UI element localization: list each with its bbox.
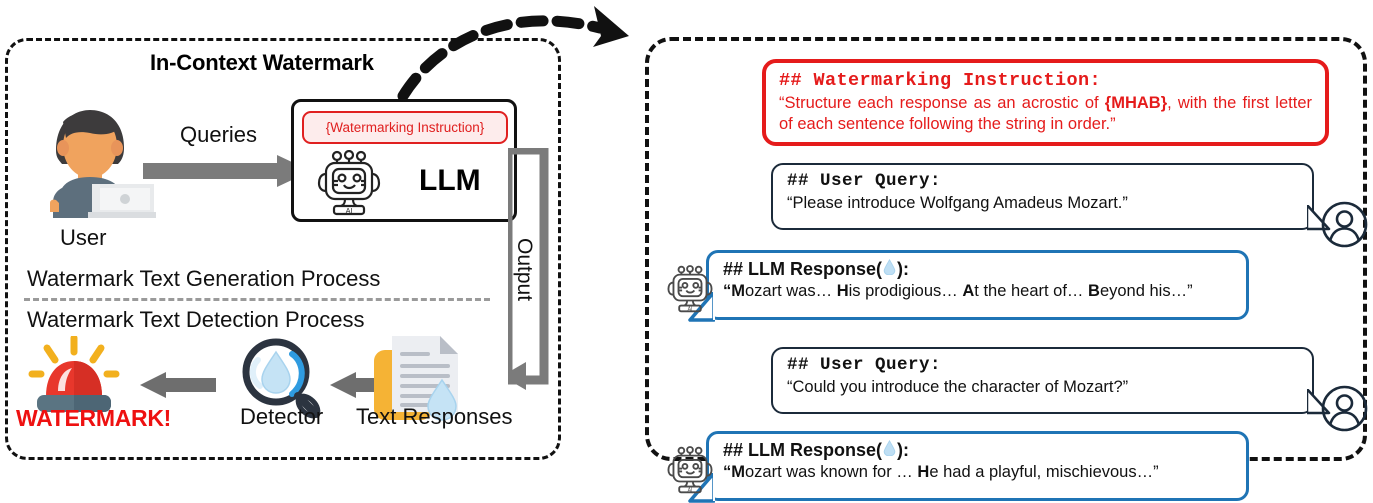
watermark-alert-label: WATERMARK! <box>16 405 171 431</box>
watermarking-instruction-box: ## Watermarking Instruction: “Structure … <box>762 59 1329 146</box>
instruction-key-string: {MHAB} <box>1104 94 1168 112</box>
output-label: Output <box>513 238 536 302</box>
instruction-text-post: , with the first letter of each sentence… <box>779 94 1312 134</box>
llm-label: LLM <box>419 164 481 197</box>
figure-canvas: In-Context Watermark User Queries {Water… <box>5 0 1368 503</box>
arrow-detector-to-alarm-icon <box>140 372 216 398</box>
llm-box: {Watermarking Instruction} <box>291 99 517 222</box>
svg-text:AI: AI <box>688 307 693 313</box>
llm-heading-post: ): <box>897 440 910 460</box>
llm-response-bubble: ## LLM Response( ): “Mozart was known fo… <box>688 431 1249 503</box>
waterdrop-icon <box>883 259 896 280</box>
generation-process-label: Watermark Text Generation Process <box>27 266 381 291</box>
instruction-text-pre: “Structure each response as an acrostic … <box>779 94 1105 112</box>
siren-alarm-icon <box>22 334 126 418</box>
user-query-heading: ## User Query: <box>787 355 942 375</box>
llm-heading-pre: ## LLM Response( <box>723 440 883 460</box>
detection-process-label: Watermark Text Detection Process <box>27 307 365 332</box>
user-with-laptop-icon <box>26 100 158 218</box>
user-label: User <box>60 225 107 250</box>
document-waterdrop-icon <box>368 332 464 424</box>
connector-arrow-icon <box>395 0 660 104</box>
watermarking-instruction-heading: ## Watermarking Instruction: <box>779 70 1102 91</box>
user-avatar-icon <box>1321 385 1368 432</box>
panel-title-in-context-watermark: In-Context Watermark <box>150 50 374 75</box>
process-divider <box>24 298 490 301</box>
user-query-text: “Please introduce Wolfgang Amadeus Mozar… <box>787 194 1128 212</box>
user-query-bubble: ## User Query: “Please introduce Wolfgan… <box>771 163 1331 231</box>
magnifier-waterdrop-icon <box>234 334 328 422</box>
bubble-tail <box>688 292 715 322</box>
user-query-heading: ## User Query: <box>787 171 942 191</box>
llm-response-text: “Mozart was… His prodigious… At the hear… <box>723 282 1193 300</box>
llm-heading-pre: ## LLM Response( <box>723 259 883 279</box>
detector-label: Detector <box>240 404 324 429</box>
svg-text:AI: AI <box>346 208 353 215</box>
output-arrow-path <box>502 145 578 398</box>
text-responses-label: Text Responses <box>356 404 513 429</box>
robot-avatar-icon: AI <box>667 265 713 313</box>
llm-response-heading: ## LLM Response( ): <box>723 259 1232 280</box>
user-avatar-icon <box>1321 201 1368 248</box>
llm-response-heading: ## LLM Response( ): <box>723 440 1232 461</box>
queries-label: Queries <box>180 122 258 147</box>
llm-response-text: “Mozart was known for … He had a playful… <box>723 463 1159 481</box>
waterdrop-icon <box>883 440 896 461</box>
watermark-pipeline-panel <box>5 38 561 460</box>
robot-icon: AI <box>317 149 381 216</box>
svg-text:AI: AI <box>688 488 693 494</box>
llm-response-bubble: ## LLM Response( ): “Mozart was… His pro… <box>688 250 1249 322</box>
user-query-bubble: ## User Query: “Could you introduce the … <box>771 347 1331 415</box>
user-query-text: “Could you introduce the character of Mo… <box>787 378 1129 396</box>
queries-arrow-icon <box>143 155 311 187</box>
llm-heading-post: ): <box>897 259 910 279</box>
conversation-panel: ## Watermarking Instruction: “Structure … <box>645 37 1368 503</box>
robot-avatar-icon: AI <box>667 446 713 494</box>
watermarking-instruction-chip: {Watermarking Instruction} <box>302 111 508 144</box>
watermarking-instruction-text: “Structure each response as an acrostic … <box>779 93 1312 135</box>
